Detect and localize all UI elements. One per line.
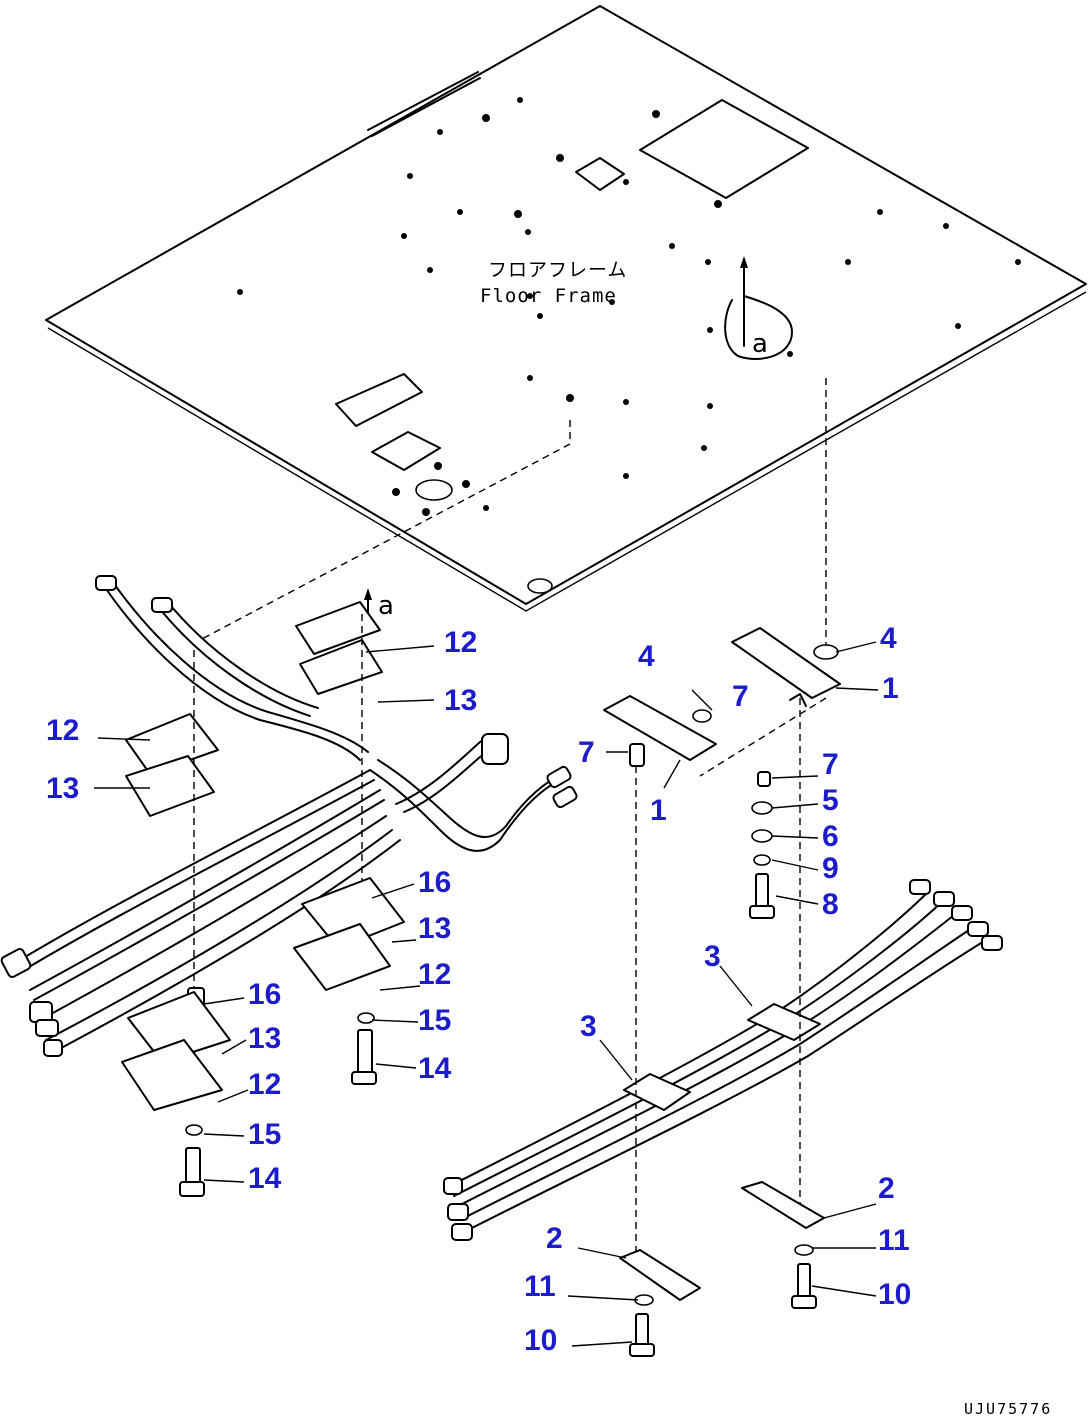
callout-7: 7 [578,736,595,769]
callout-6: 6 [822,820,839,853]
callout-13: 13 [444,684,477,717]
callout-10: 10 [524,1324,557,1357]
callout-4: 4 [880,622,897,655]
callout-4: 4 [638,640,655,673]
callout-13: 13 [418,912,451,945]
callout-numbers: 12 13 12 13 16 13 12 15 14 16 13 12 15 1… [46,622,911,1357]
left-clamp-set-lower [293,877,405,1085]
callout-1: 1 [650,794,667,827]
callout-12: 12 [444,626,477,659]
callout-11: 11 [524,1270,556,1303]
left-clamp-set-bottom [121,991,231,1197]
callout-3: 3 [704,940,721,973]
callout-16: 16 [418,866,451,899]
right-bracket-upper [731,627,841,707]
callout-13: 13 [248,1022,281,1055]
callout-14: 14 [248,1162,282,1195]
left-clamp-set-middle [125,650,219,1017]
right-brackets-lower [619,1181,825,1357]
right-hose-harness [443,879,1003,1241]
callout-2: 2 [546,1222,563,1255]
callout-2: 2 [878,1172,895,1205]
callout-12: 12 [46,714,79,747]
callout-7: 7 [732,680,749,713]
callout-16: 16 [248,978,281,1011]
callout-1: 1 [882,672,899,705]
callout-9: 9 [822,852,839,885]
callout-10: 10 [878,1278,911,1311]
callout-14: 14 [418,1052,452,1085]
callout-15: 15 [418,1004,451,1037]
callout-5: 5 [822,784,839,817]
callout-12: 12 [248,1068,281,1101]
plate-label-en: Floor Frame [480,285,617,307]
plate-label-jp: フロアフレーム [488,259,627,281]
view-mark-top: a [752,329,768,359]
callout-15: 15 [248,1118,281,1151]
right-bracket-middle [603,695,717,1260]
view-mark-left: a [378,591,394,621]
callout-12: 12 [418,958,451,991]
right-fastener-stack [749,698,801,1226]
figure-code: UJU75776 [964,1400,1052,1418]
callout-11: 11 [878,1224,910,1257]
callout-7: 7 [822,748,839,781]
callout-8: 8 [822,888,839,921]
left-hose-harness [0,575,578,1057]
floor-frame-plate: フロアフレーム Floor Frame a [45,5,1087,612]
callout-3: 3 [580,1010,597,1043]
plate-holes [237,97,1021,516]
callout-13: 13 [46,772,79,805]
leader-lines [94,641,879,1347]
